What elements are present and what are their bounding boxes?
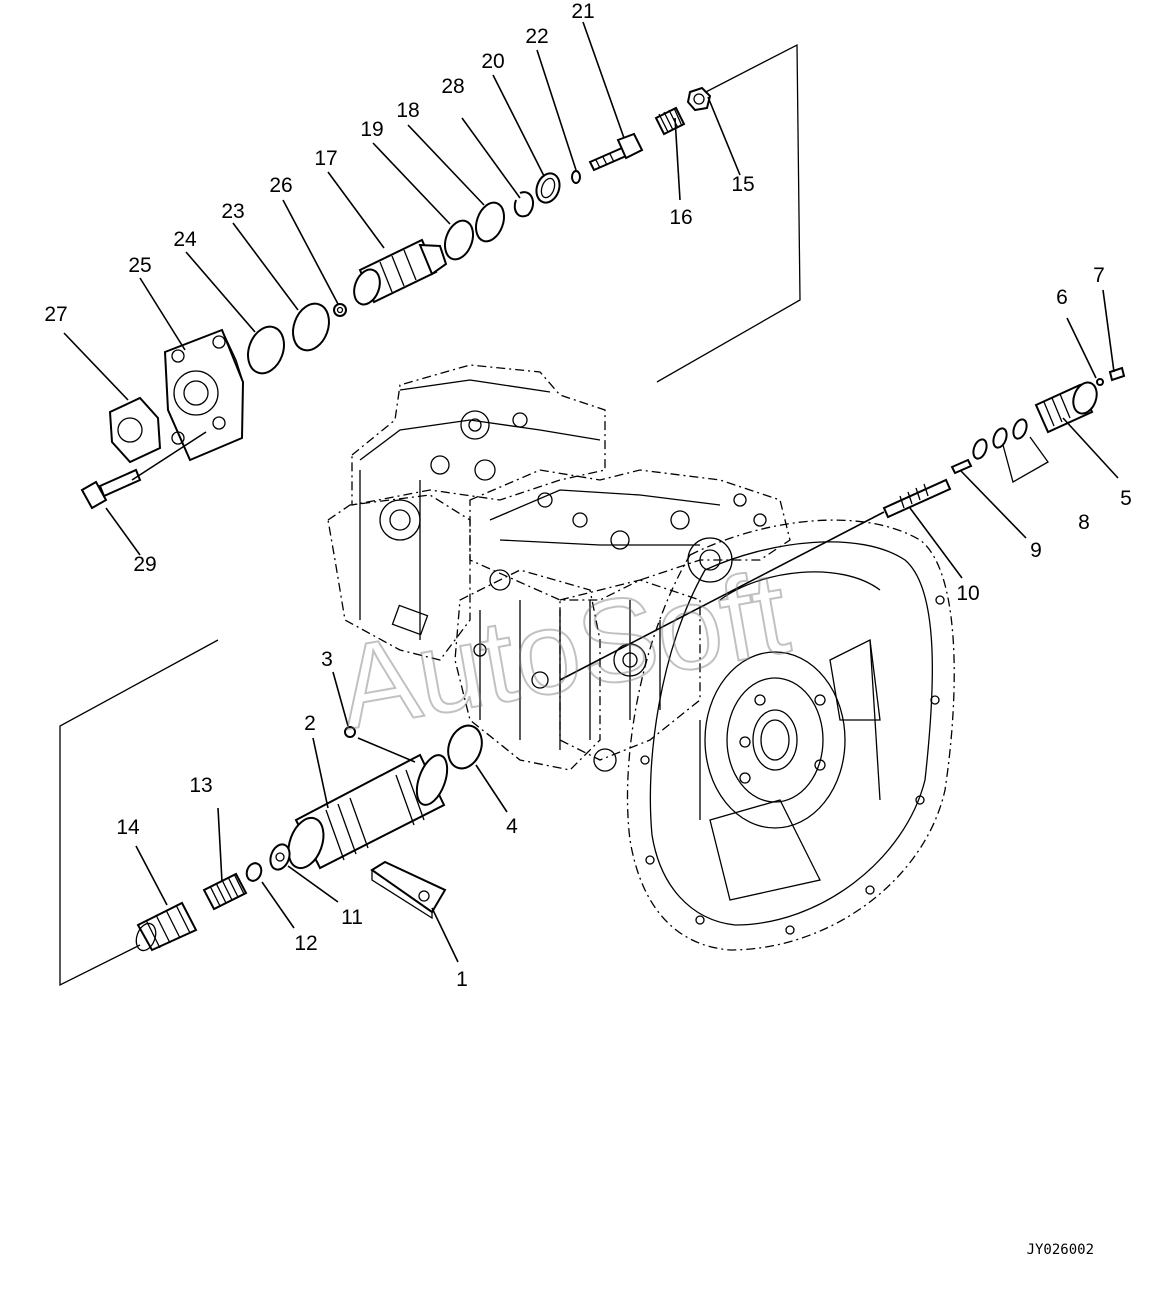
- callout-labels: 1 2 3 4 5 6 7 8 9 10 11 12 13 14 15 16 1…: [44, 0, 1132, 991]
- callout-19: 19: [360, 118, 383, 141]
- part-12-seat: [245, 862, 263, 882]
- part-16-spring: [654, 106, 686, 136]
- part-2-piston: [287, 753, 449, 870]
- part-3-plug: [344, 726, 356, 738]
- callout-7: 7: [1093, 264, 1105, 287]
- callout-4: 4: [506, 815, 518, 838]
- callout-21: 21: [571, 0, 594, 23]
- part-22-ring: [571, 170, 581, 184]
- part-17-sleeve: [353, 238, 448, 306]
- callout-23: 23: [221, 200, 244, 223]
- callout-6: 6: [1056, 286, 1068, 309]
- callout-1: 1: [456, 968, 468, 991]
- callout-20: 20: [481, 50, 504, 73]
- callout-3: 3: [321, 648, 333, 671]
- part-24-oring: [247, 325, 285, 375]
- part-19-oring: [443, 219, 475, 261]
- callout-10: 10: [956, 582, 979, 605]
- part-18-oring: [474, 201, 506, 243]
- part-11-seat: [269, 843, 291, 871]
- callout-18: 18: [396, 99, 419, 122]
- callout-15: 15: [731, 173, 754, 196]
- drawing-code: JY026002: [1027, 1242, 1094, 1258]
- callout-16: 16: [669, 206, 692, 229]
- callout-17: 17: [314, 147, 337, 170]
- part-21-screw: [588, 132, 644, 172]
- callout-27: 27: [44, 303, 67, 326]
- leader-lines: [63, 21, 1119, 963]
- lower-group-bracket: [59, 639, 219, 987]
- flywheel-housing: [626, 519, 955, 951]
- part-9-pin: [950, 458, 973, 475]
- callout-26: 26: [269, 174, 292, 197]
- callout-8: 8: [1078, 511, 1090, 534]
- part-13-spring: [202, 872, 248, 911]
- part-20-seal: [535, 172, 561, 204]
- callout-24: 24: [173, 228, 197, 251]
- callout-29: 29: [133, 553, 156, 576]
- pump-assembly-body: [327, 364, 791, 772]
- part-10-spool: [882, 478, 952, 519]
- part-6-ball: [1096, 378, 1104, 386]
- part-1-plate: [370, 860, 447, 920]
- callout-22: 22: [525, 25, 548, 48]
- part-14-spring: [135, 901, 198, 952]
- part-29-bolt: [80, 468, 142, 510]
- callout-12: 12: [294, 932, 317, 955]
- callout-9: 9: [1030, 539, 1042, 562]
- part-28-snap-ring: [513, 191, 535, 218]
- callout-25: 25: [128, 254, 151, 277]
- callout-28: 28: [441, 75, 464, 98]
- callout-14: 14: [116, 816, 140, 839]
- callout-13: 13: [189, 774, 212, 797]
- part-15-plug: [686, 86, 712, 112]
- part-25-flange: [163, 328, 245, 462]
- callout-5: 5: [1120, 487, 1132, 510]
- part-27-nut: [108, 396, 162, 464]
- watermark: AutoSoft: [329, 546, 798, 755]
- part-23-oring: [292, 302, 330, 352]
- part-7-screw: [1108, 366, 1126, 382]
- part-5-plug: [1034, 381, 1098, 434]
- part-4-oring: [447, 724, 483, 770]
- part-26-nut: [333, 303, 347, 317]
- callout-11: 11: [341, 906, 363, 929]
- part-8-rings: [972, 418, 1028, 460]
- part-8-bracket: [1002, 436, 1049, 483]
- upper-group-bracket: [656, 43, 801, 383]
- callout-2: 2: [304, 712, 316, 735]
